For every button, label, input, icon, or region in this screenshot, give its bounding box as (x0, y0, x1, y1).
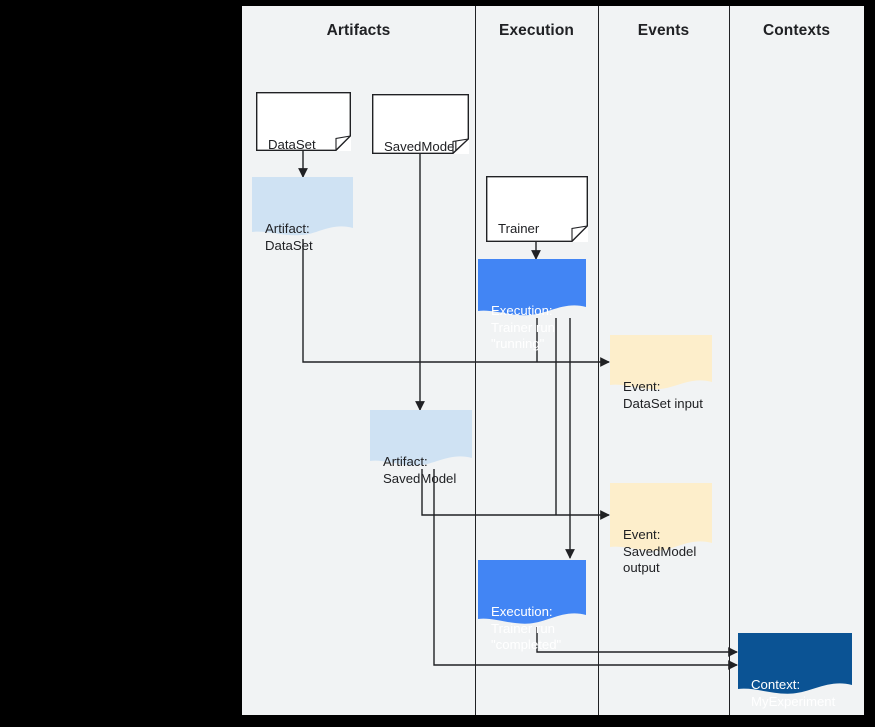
node-context-myexperiment[interactable]: Context: MyExperiment (738, 633, 852, 709)
node-trainer-type-label: Trainer (498, 221, 540, 236)
column-header-contexts: Contexts (762, 22, 831, 39)
node-artifact-savedmodel[interactable]: Artifact: SavedModel (370, 410, 472, 486)
node-event-dataset-input[interactable]: Event: DataSet input (610, 335, 712, 411)
node-execution-completed[interactable]: Execution: Trainer run "completed" (478, 560, 586, 652)
lineage-diagram: Artifacts Execution Events Contexts (242, 6, 864, 715)
node-event-savedmodel-output[interactable]: Event: SavedModel output (610, 483, 712, 575)
node-artifact-dataset-label: Artifact: DataSet (265, 221, 313, 253)
node-artifact-savedmodel-label: Artifact: SavedModel (383, 454, 457, 486)
column-header-events: Events (637, 22, 690, 39)
node-artifact-dataset[interactable]: Artifact: DataSet (252, 177, 353, 253)
node-savedmodel-type-label: SavedModel (384, 139, 458, 154)
column-divider-execution-events (598, 6, 599, 715)
node-context-myexperiment-label: Context: MyExperiment (751, 677, 836, 709)
node-savedmodel-type[interactable]: SavedModel (372, 94, 469, 154)
column-header-artifacts: Artifacts (326, 22, 391, 39)
node-dataset-type[interactable]: DataSet (256, 92, 351, 152)
node-execution-running-label: Execution: Trainer run "running" (491, 303, 556, 351)
node-event-savedmodel-output-label: Event: SavedModel output (623, 527, 697, 575)
node-event-dataset-input-label: Event: DataSet input (623, 379, 703, 411)
node-dataset-type-label: DataSet (268, 137, 316, 152)
column-divider-events-contexts (729, 6, 730, 715)
node-execution-completed-label: Execution: Trainer run "completed" (491, 604, 562, 652)
node-execution-running[interactable]: Execution: Trainer run "running" (478, 259, 586, 351)
column-divider-artifacts-execution (475, 6, 476, 715)
column-header-execution: Execution (499, 22, 574, 39)
node-trainer-type[interactable]: Trainer (486, 176, 588, 242)
